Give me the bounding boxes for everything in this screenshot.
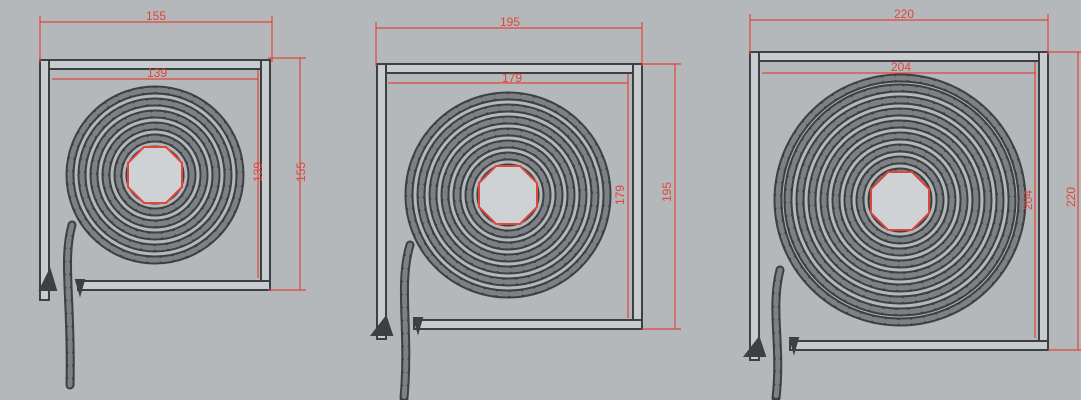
outer-width-label: 195 bbox=[500, 15, 520, 29]
coil bbox=[771, 73, 1027, 400]
inner-width-label: 179 bbox=[502, 71, 522, 85]
inner-height-label: 139 bbox=[251, 162, 265, 182]
dimension-lines bbox=[39, 16, 306, 291]
dimension-lines bbox=[749, 14, 1081, 351]
dimension-lines bbox=[375, 22, 681, 330]
outer-height-label: 220 bbox=[1064, 187, 1078, 207]
inner-height-label: 204 bbox=[1021, 190, 1035, 210]
box-155: 155 139 155 139 bbox=[38, 9, 308, 390]
octagonal-axle bbox=[478, 165, 538, 225]
box-frame bbox=[369, 63, 643, 340]
octagonal-axle bbox=[870, 171, 930, 231]
octagonal-axle bbox=[127, 146, 183, 204]
box-195: 195 179 195 179 bbox=[369, 15, 681, 400]
inner-width-label: 204 bbox=[891, 60, 911, 74]
outer-height-label: 195 bbox=[660, 182, 674, 202]
box-frame bbox=[38, 59, 271, 301]
box-220: 220 204 220 204 bbox=[742, 7, 1081, 400]
box-frame bbox=[742, 51, 1049, 361]
outer-height-label: 155 bbox=[294, 162, 308, 182]
coil bbox=[399, 91, 612, 400]
inner-width-label: 139 bbox=[147, 66, 167, 80]
outer-width-label: 155 bbox=[146, 9, 166, 23]
outer-width-label: 220 bbox=[894, 7, 914, 21]
inner-height-label: 179 bbox=[613, 185, 627, 205]
coil bbox=[63, 85, 245, 390]
